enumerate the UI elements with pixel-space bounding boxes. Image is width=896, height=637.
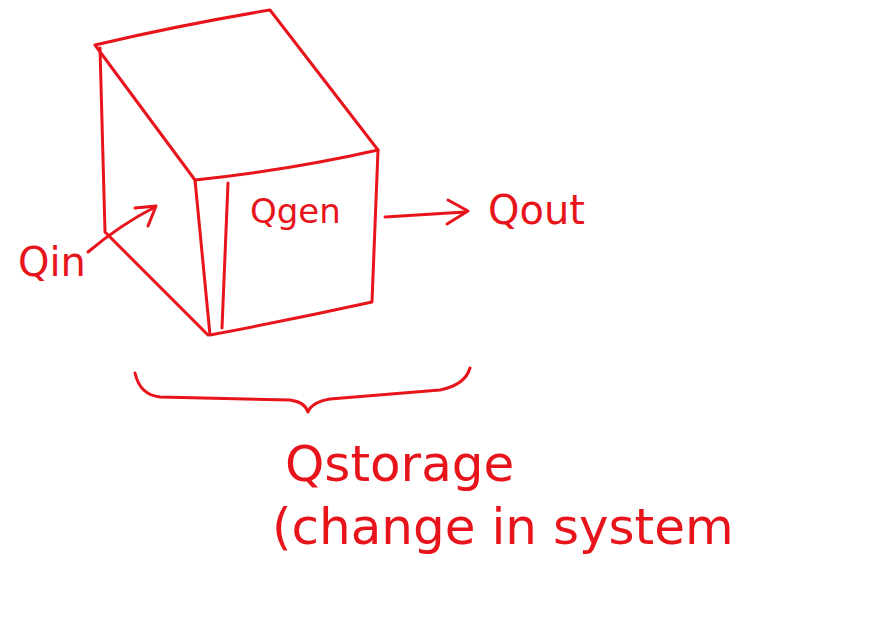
heat-out-arrow	[385, 212, 465, 217]
cube-system: Qgen	[0, 0, 400, 345]
cube-outline	[0, 0, 400, 345]
handwritten-label: Qstorage	[285, 437, 514, 492]
arrowhead	[447, 200, 468, 224]
heat-in-arrow	[88, 207, 155, 252]
handwritten-label: (change in system	[272, 500, 734, 555]
curly-brace	[135, 368, 470, 412]
node-text: Qgen	[250, 193, 341, 230]
handwritten-label: Qin	[18, 240, 86, 284]
arrowhead	[135, 206, 156, 226]
handwritten-label: Qout	[488, 188, 585, 232]
